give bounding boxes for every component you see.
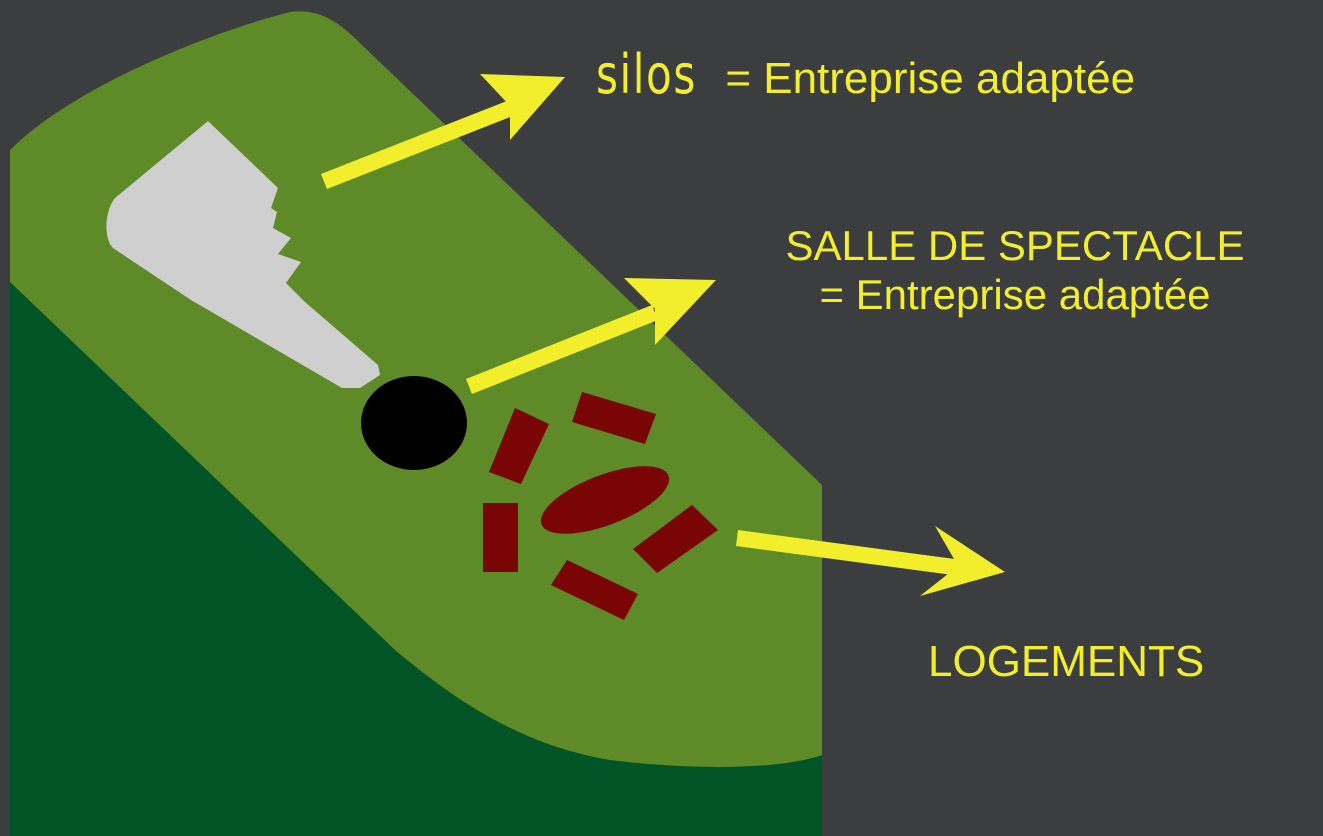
arrow-salle-head bbox=[624, 278, 716, 345]
label-salle-line2: = Entreprise adaptée bbox=[819, 270, 1211, 318]
arrow-silos-head bbox=[480, 74, 565, 140]
arrow-salle bbox=[466, 278, 716, 394]
salle-de-spectacle bbox=[361, 376, 467, 470]
logement-2 bbox=[572, 392, 656, 444]
silos-building bbox=[106, 121, 381, 388]
label-logements: LOGEMENTS bbox=[928, 637, 1205, 686]
logement-1 bbox=[489, 408, 549, 484]
arrow-logements-shaft bbox=[736, 530, 962, 576]
label-salle-line1: SALLE DE SPECTACLE bbox=[785, 222, 1245, 269]
label-silos-rest: = Entreprise adaptée bbox=[725, 54, 1136, 103]
label-silos-word: silos bbox=[596, 43, 697, 106]
arrow-silos-shaft bbox=[321, 99, 518, 189]
arrow-salle-shaft bbox=[466, 305, 658, 394]
logement-3 bbox=[483, 503, 518, 572]
logement-5 bbox=[551, 560, 638, 620]
arrow-logements bbox=[736, 526, 1005, 596]
logement-center bbox=[540, 466, 670, 534]
arrow-logements-head bbox=[920, 526, 1005, 596]
arrow-silos bbox=[321, 74, 565, 189]
arrows bbox=[321, 74, 1005, 596]
label-salle-de-spectacle: SALLE DE SPECTACLE = Entreprise adaptée bbox=[690, 222, 1323, 319]
logement-4 bbox=[633, 505, 718, 573]
logements-group bbox=[483, 392, 718, 620]
label-silos: silos= Entreprise adaptée bbox=[596, 48, 1135, 102]
